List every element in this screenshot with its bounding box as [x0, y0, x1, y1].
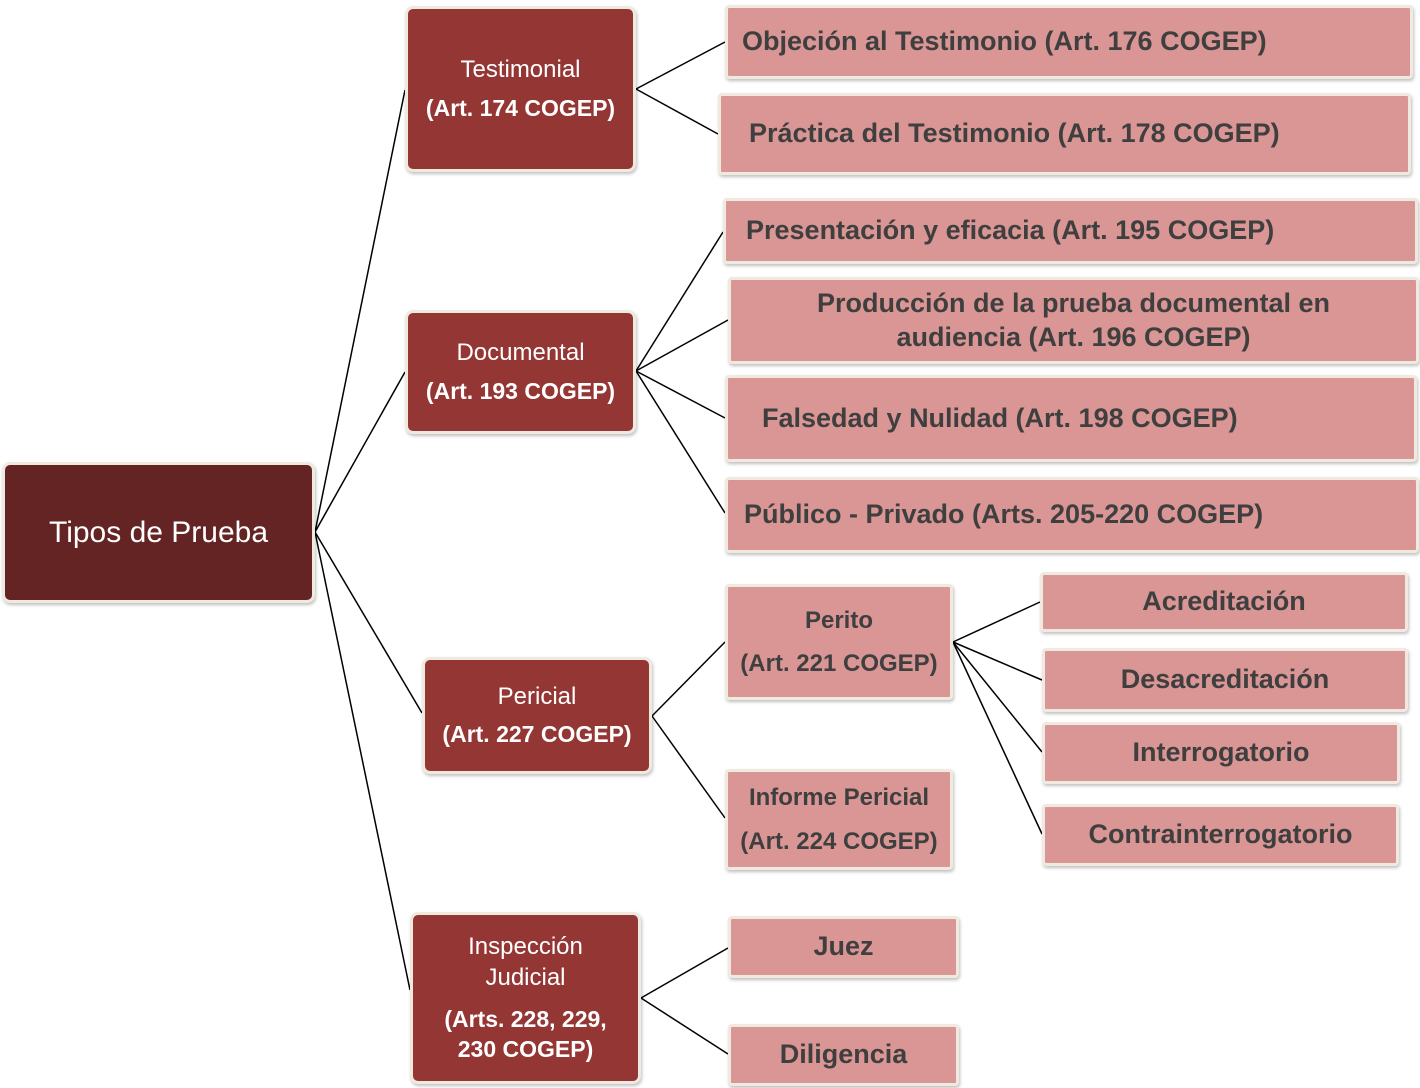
testimonial-title: Testimonial	[460, 56, 581, 84]
documental-child-1-label: Producción de la prueba documental en au…	[816, 287, 1331, 352]
inspeccion-child-1-label: Diligencia	[779, 1039, 908, 1070]
perito-child-1: Desacreditación	[1042, 648, 1408, 712]
testimonial-child-0: Objeción al Testimonio (Art. 176 COGEP)	[725, 5, 1413, 79]
connector-pericial-perito	[651, 641, 726, 717]
connector-pericial-informe	[651, 715, 726, 819]
perito-child-3-label: Contrainterrogatorio	[1088, 819, 1353, 850]
perito-child-0-label: Acreditación	[1142, 586, 1306, 617]
informe-pericial-article: (Art. 224 COGEP)	[740, 827, 938, 855]
documental-child-2: Falsedad y Nulidad (Art. 198 COGEP)	[725, 375, 1417, 462]
connector-inspeccion-1	[640, 997, 729, 1055]
testimonial-article: (Art. 174 COGEP)	[425, 94, 616, 121]
pericial-article: (Art. 227 COGEP)	[442, 721, 632, 748]
perito-article: (Art. 221 COGEP)	[740, 650, 938, 677]
documental-child-1: Producción de la prueba documental en au…	[728, 277, 1419, 364]
documental-child-3: Público - Privado (Arts. 205-220 COGEP)	[725, 477, 1419, 553]
documental-title: Documental	[456, 339, 585, 367]
testimonial-child-1: Práctica del Testimonio (Art. 178 COGEP)	[718, 93, 1411, 175]
connector-documental-3	[635, 370, 726, 514]
testimonial-child-1-label: Práctica del Testimonio (Art. 178 COGEP)	[749, 118, 1280, 149]
connector-perito-2	[952, 641, 1043, 753]
inspeccion-child-0-label: Juez	[813, 931, 874, 962]
inspeccion-article: (Arts. 228, 229, 230 COGEP)	[444, 1006, 607, 1063]
root-label: Tipos de Prueba	[48, 515, 269, 549]
documental-article: (Art. 193 COGEP)	[425, 377, 616, 404]
perito-child-2: Interrogatorio	[1042, 722, 1400, 784]
perito-child-2-label: Interrogatorio	[1132, 737, 1310, 768]
connector-inspeccion-0	[640, 947, 729, 999]
documental-child-0: Presentación y eficacia (Art. 195 COGEP)	[723, 198, 1418, 264]
documental-node: Documental (Art. 193 COGEP)	[405, 310, 636, 434]
perito-node: Perito (Art. 221 COGEP)	[725, 584, 953, 700]
perito-child-3: Contrainterrogatorio	[1042, 804, 1399, 866]
connector-perito-1	[952, 641, 1043, 681]
perito-child-1-label: Desacreditación	[1120, 664, 1330, 695]
inspeccion-title: Inspección Judicial	[468, 932, 583, 992]
inspeccion-child-1: Diligencia	[728, 1024, 959, 1086]
documental-child-2-label: Falsedad y Nulidad (Art. 198 COGEP)	[762, 402, 1238, 433]
informe-pericial-title: Informe Pericial	[748, 784, 930, 812]
connector-root-testimonial	[314, 89, 406, 533]
connector-root-documental	[314, 371, 406, 533]
connector-testimonial-1	[635, 88, 719, 135]
informe-pericial-node: Informe Pericial (Art. 224 COGEP)	[725, 769, 953, 870]
root-node: Tipos de Prueba	[2, 462, 315, 603]
testimonial-node: Testimonial (Art. 174 COGEP)	[405, 6, 636, 172]
connector-perito-0	[952, 601, 1041, 643]
connector-perito-3	[952, 641, 1043, 835]
pericial-title: Pericial	[497, 682, 577, 710]
connector-documental-1	[635, 319, 729, 372]
testimonial-child-0-label: Objeción al Testimonio (Art. 176 COGEP)	[742, 26, 1267, 57]
perito-child-0: Acreditación	[1040, 572, 1408, 632]
inspeccion-child-0: Juez	[728, 916, 959, 978]
perito-title: Perito	[804, 606, 873, 634]
documental-child-3-label: Público - Privado (Arts. 205-220 COGEP)	[744, 499, 1264, 530]
connector-documental-2	[635, 370, 726, 419]
connector-root-inspeccion	[314, 531, 411, 991]
connector-documental-0	[635, 231, 724, 372]
pericial-node: Pericial (Art. 227 COGEP)	[422, 657, 652, 774]
connector-root-pericial	[314, 531, 423, 714]
inspeccion-node: Inspección Judicial (Arts. 228, 229, 230…	[410, 912, 641, 1084]
connector-testimonial-0	[635, 41, 726, 90]
documental-child-0-label: Presentación y eficacia (Art. 195 COGEP)	[746, 215, 1275, 246]
